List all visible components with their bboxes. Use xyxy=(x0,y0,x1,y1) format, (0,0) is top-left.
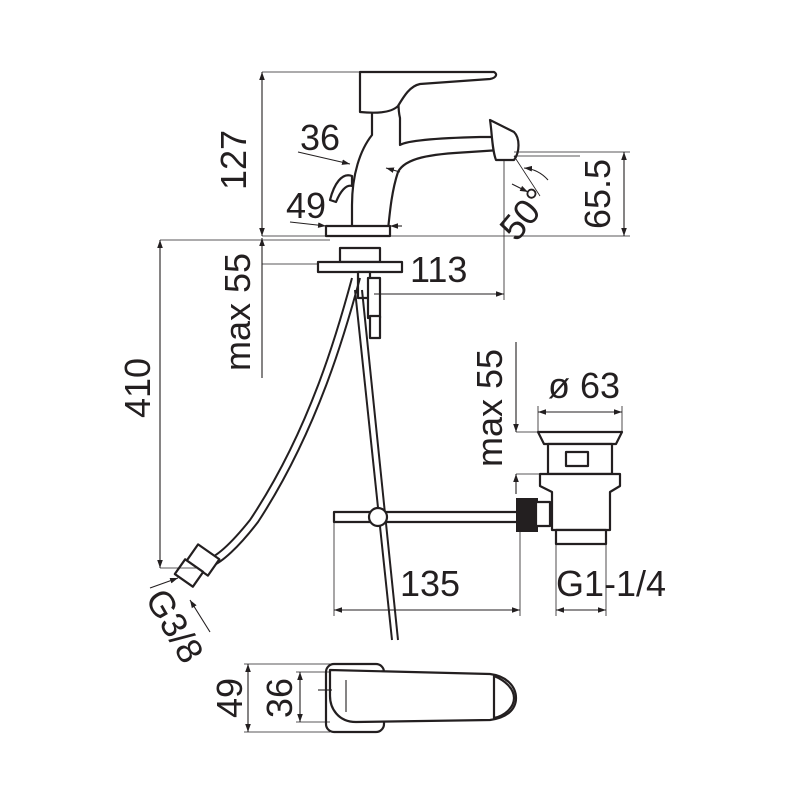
dim-max-55-deck: max 55 xyxy=(217,253,258,371)
top-view xyxy=(318,662,518,734)
base-plate xyxy=(324,224,392,238)
dim-135: 135 xyxy=(400,563,460,604)
pop-up-rod-end xyxy=(368,314,382,340)
pivot-housing xyxy=(534,500,552,528)
dim-127: 127 xyxy=(213,130,254,190)
waste-body xyxy=(538,472,622,532)
faucet-side-view xyxy=(316,70,520,340)
top-view-tip xyxy=(492,674,516,720)
rod-ball-joint xyxy=(367,506,389,528)
dim-49-base: 49 xyxy=(286,185,326,226)
dim-113: 113 xyxy=(410,249,467,290)
hose-end xyxy=(173,558,205,588)
dim-g1-1-4: G1-1/4 xyxy=(556,563,666,604)
fixing-washer xyxy=(316,260,404,274)
dim-diameter-63: ø 63 xyxy=(548,365,620,406)
waste-tail xyxy=(554,528,608,546)
pop-up-rod xyxy=(366,276,382,320)
aerator-tip xyxy=(488,118,520,162)
dim-65-5: 65.5 xyxy=(577,159,618,229)
fixing-nut xyxy=(338,246,382,264)
pull-rod xyxy=(332,510,522,524)
lever-handle xyxy=(358,70,498,114)
knurled-nut xyxy=(516,498,538,532)
dim-max-55-waste: max 55 xyxy=(469,349,510,467)
dimension-lines xyxy=(149,71,630,733)
dim-50-deg: 50° xyxy=(491,180,557,248)
top-view-handle xyxy=(328,668,518,724)
pop-up-knob xyxy=(328,174,354,204)
flex-hose xyxy=(173,277,399,641)
dim-36-top: 36 xyxy=(259,678,300,718)
dim-49-top: 49 xyxy=(209,678,250,718)
pop-up-waste xyxy=(332,430,624,546)
dim-410: 410 xyxy=(117,358,158,418)
dim-36-handle: 36 xyxy=(300,117,340,158)
dim-g3-8: G3/8 xyxy=(138,582,213,670)
waste-flange xyxy=(536,430,624,446)
plug-slot xyxy=(564,450,590,468)
